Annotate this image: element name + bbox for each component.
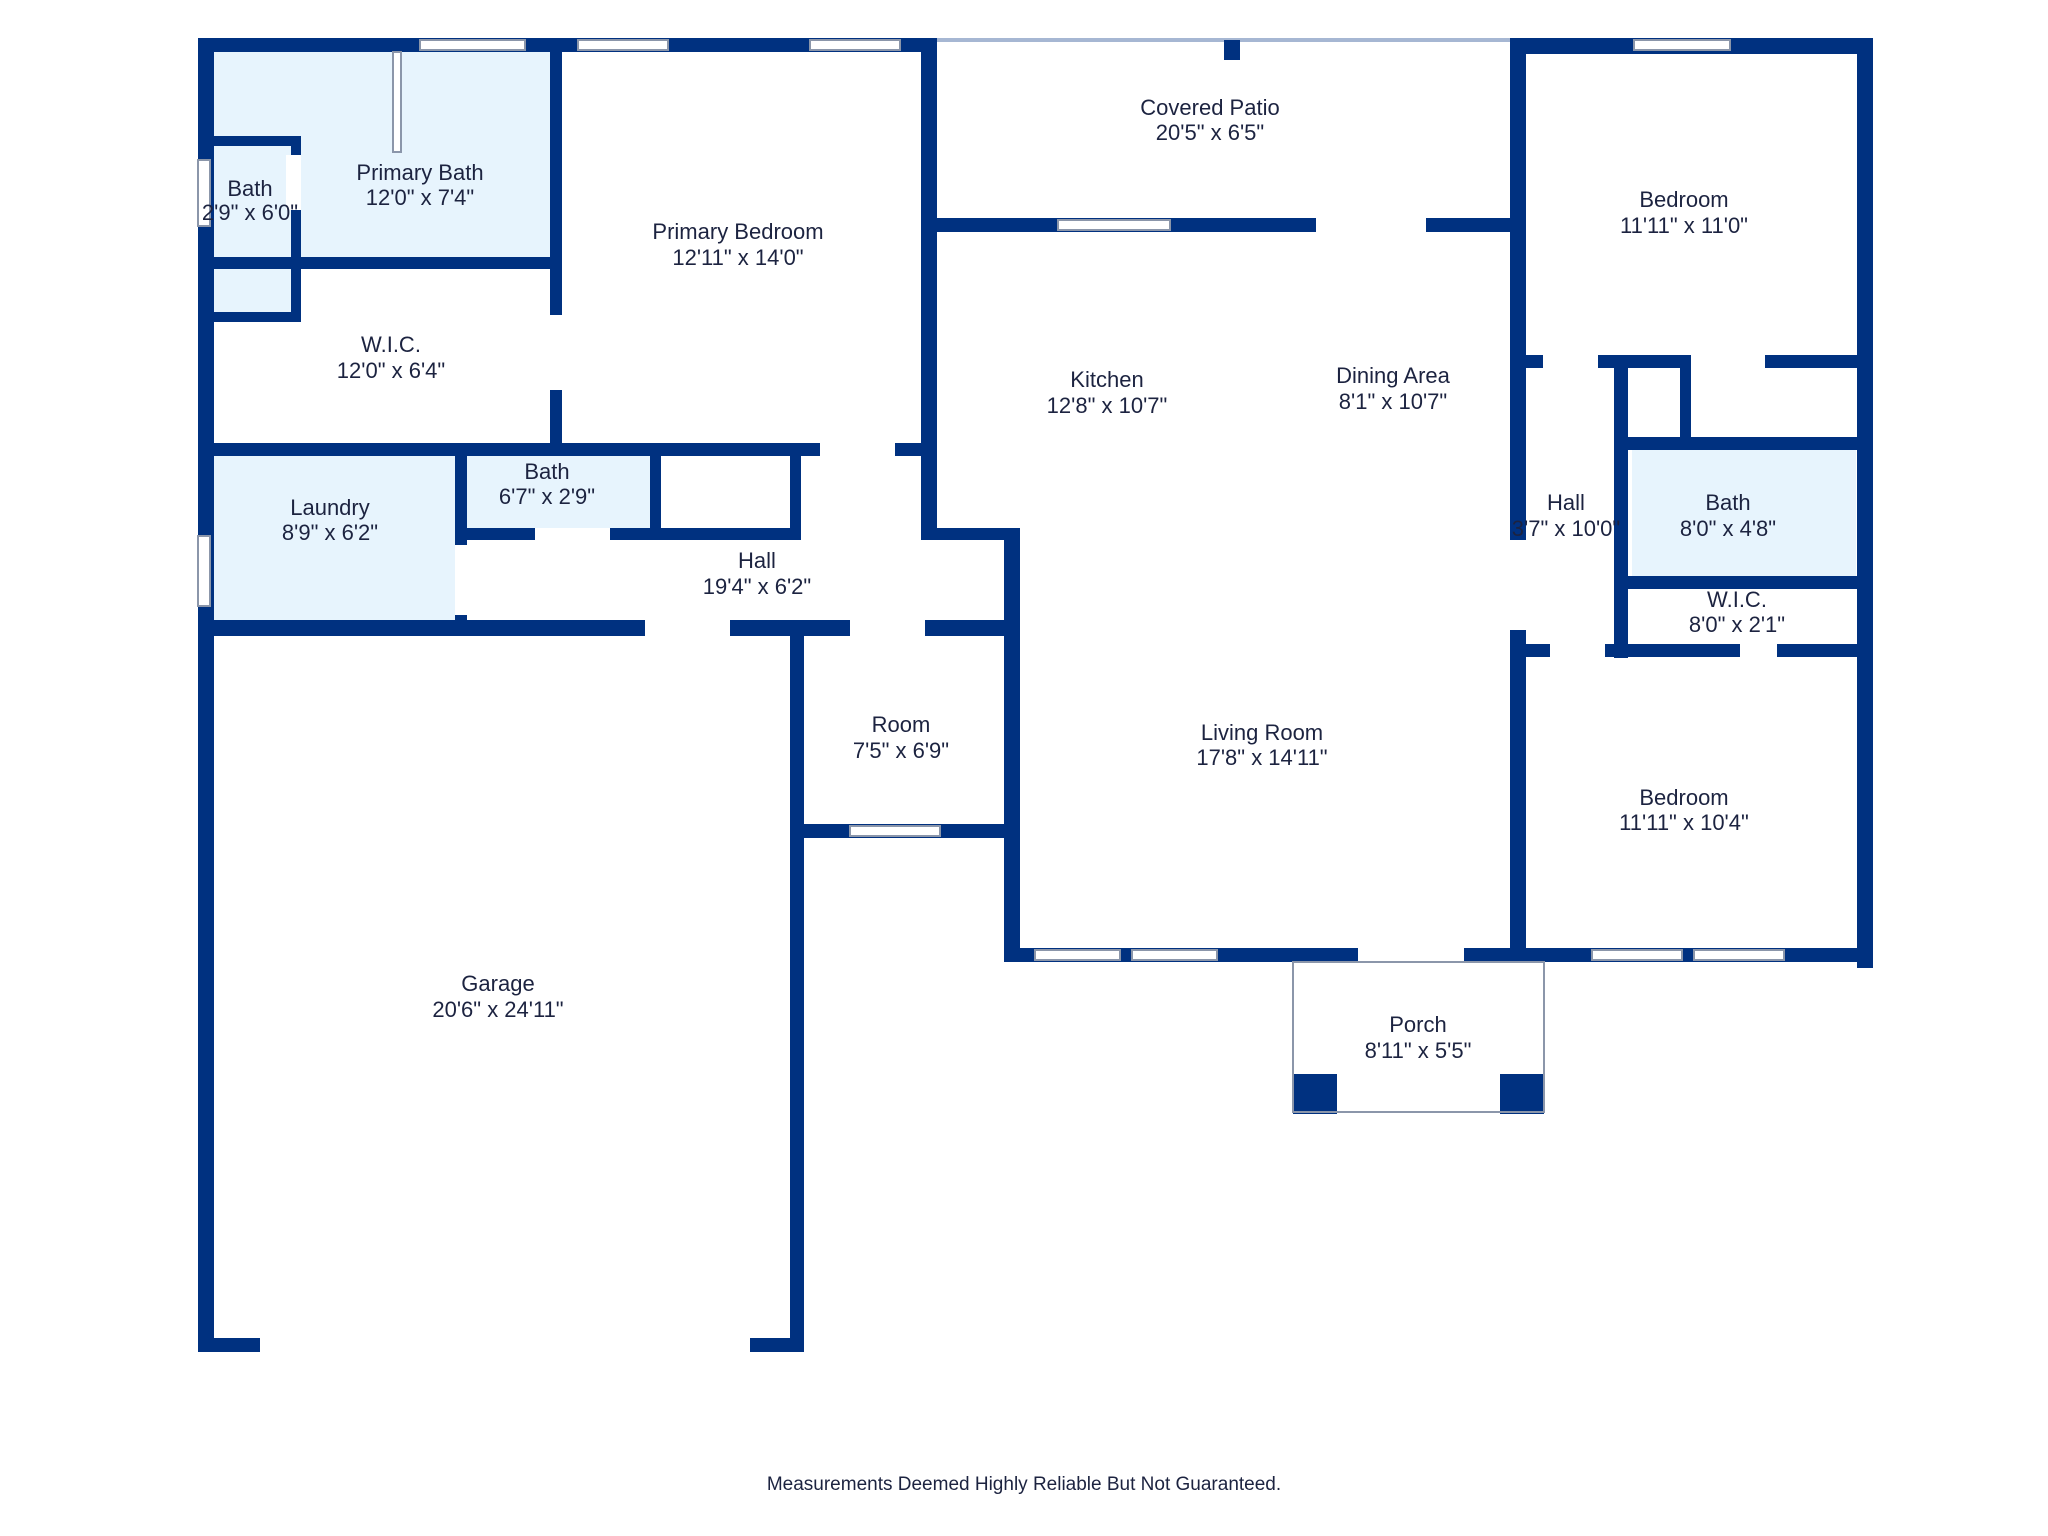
wic-primary-dims: 12'0" x 6'4" — [337, 358, 445, 383]
porch-dims: 8'11" x 5'5" — [1365, 1038, 1472, 1063]
bedroom-ne-dims: 11'11" x 11'0" — [1620, 213, 1748, 238]
primary-bedroom-dims: 12'11" x 14'0" — [672, 245, 803, 270]
bath-small-dims: 2'9" x 6'0" — [202, 200, 298, 225]
laundry-name: Laundry — [290, 495, 370, 520]
covered-patio-dims: 20'5" x 6'5" — [1156, 120, 1264, 145]
wic-primary-name: W.I.C. — [361, 332, 421, 357]
bedroom-se-dims: 11'11" x 10'4" — [1619, 810, 1749, 835]
room-labels: Bath 2'9" x 6'0" Primary Bath 12'0" x 7'… — [202, 95, 1785, 1063]
bath-mid-name: Bath — [524, 459, 569, 484]
room-fills — [213, 48, 1856, 626]
bath-east-name: Bath — [1705, 490, 1750, 515]
hall-main-name: Hall — [738, 548, 776, 573]
bedroom-ne-name: Bedroom — [1639, 187, 1728, 212]
living-room-dims: 17'8" x 14'11" — [1196, 745, 1327, 770]
garage-dims: 20'6" x 24'11" — [432, 997, 563, 1022]
porch-outline — [1292, 961, 1545, 1113]
primary-bath-dims: 12'0" x 7'4" — [366, 185, 474, 210]
covered-patio-name: Covered Patio — [1140, 95, 1279, 120]
bath-mid-dims: 6'7" x 2'9" — [499, 484, 595, 509]
wic-east-dims: 8'0" x 2'1" — [1689, 612, 1785, 637]
primary-bath-name: Primary Bath — [356, 160, 483, 185]
hall-main-dims: 19'4" x 6'2" — [703, 574, 811, 599]
wic-east-name: W.I.C. — [1707, 587, 1767, 612]
primary-bedroom-name: Primary Bedroom — [652, 219, 823, 244]
measurement-disclaimer: Measurements Deemed Highly Reliable But … — [766, 1474, 1282, 1495]
bath-small-name: Bath — [227, 176, 272, 201]
hall-east-dims: 3'7" x 10'0" — [1512, 516, 1620, 541]
kitchen-name: Kitchen — [1070, 367, 1143, 392]
hall-east-name: Hall — [1547, 490, 1585, 515]
kitchen-dims: 12'8" x 10'7" — [1047, 393, 1168, 418]
bath-small-area — [213, 144, 291, 314]
dining-area-name: Dining Area — [1336, 363, 1451, 388]
bath-east-area — [1632, 448, 1856, 582]
porch-name: Porch — [1389, 1012, 1446, 1037]
bath-east-dims: 8'0" x 4'8" — [1680, 516, 1776, 541]
living-room-name: Living Room — [1201, 720, 1323, 745]
room-dims: 7'5" x 6'9" — [853, 738, 949, 763]
laundry-area — [213, 456, 458, 626]
laundry-dims: 8'9" x 6'2" — [282, 520, 378, 545]
bath-mid-area — [467, 456, 655, 532]
room-name: Room — [872, 712, 931, 737]
windows — [197, 39, 1785, 961]
dining-area-dims: 8'1" x 10'7" — [1339, 389, 1447, 414]
bedroom-se-name: Bedroom — [1639, 785, 1728, 810]
garage-name: Garage — [461, 971, 534, 996]
openings — [260, 155, 1777, 1352]
